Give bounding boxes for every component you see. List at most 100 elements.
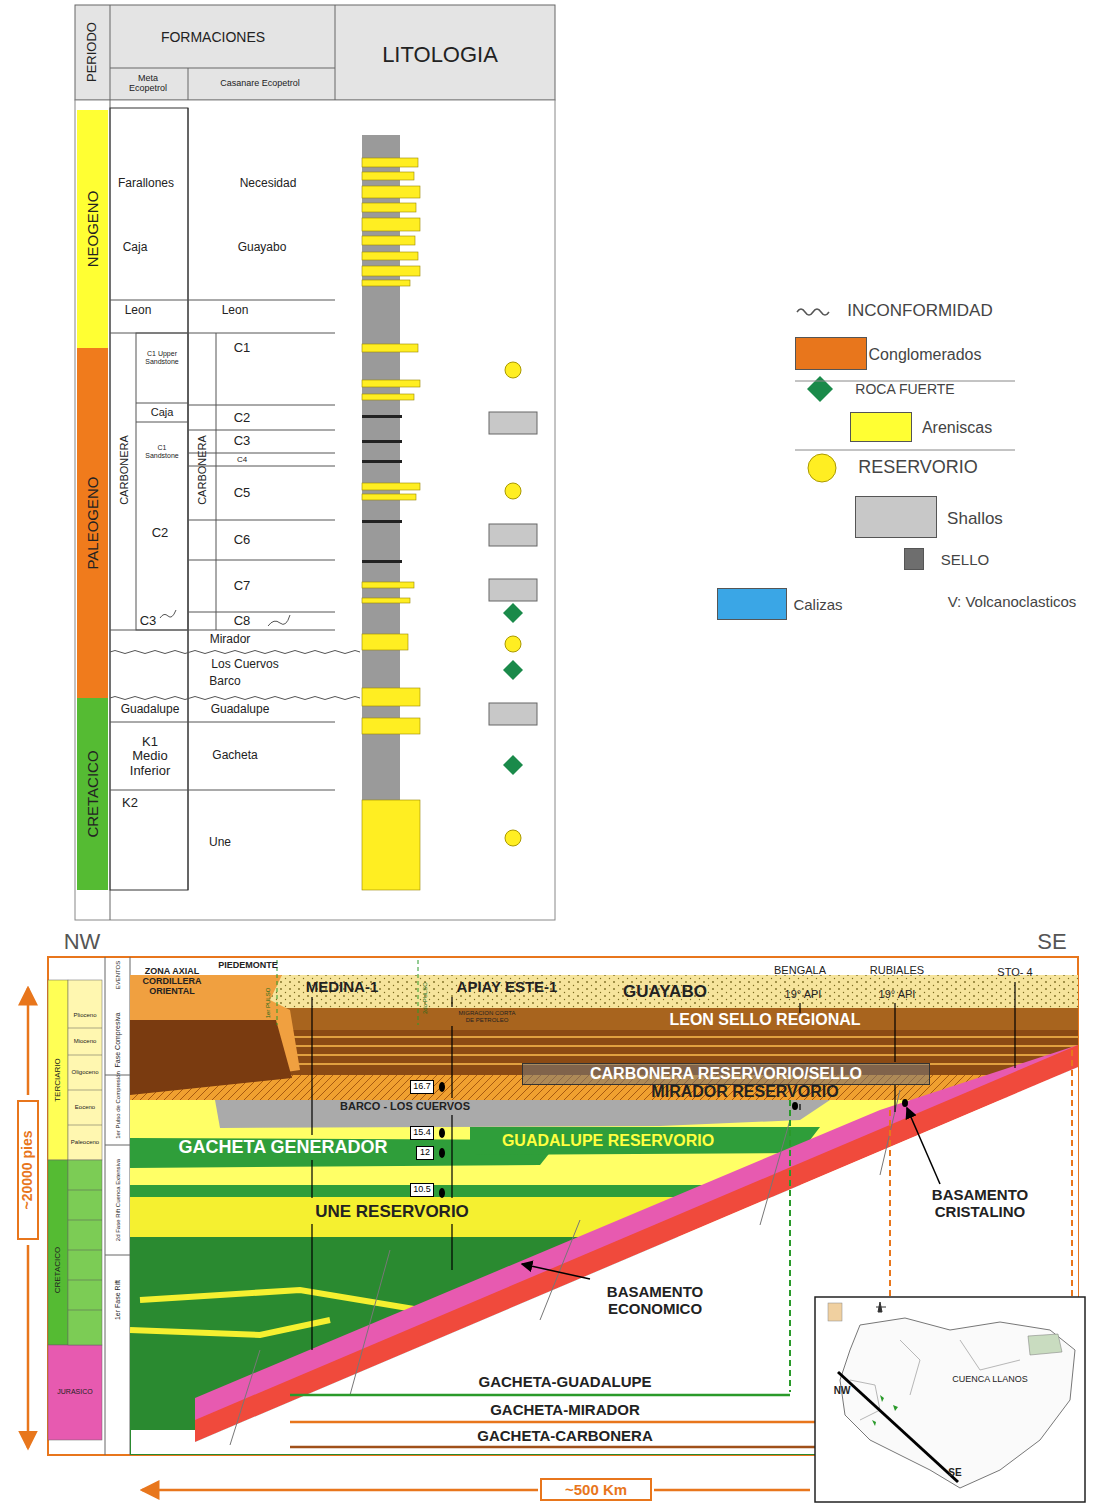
sandstone-band (362, 800, 420, 890)
label-text: C5 (234, 486, 251, 500)
label-text: 2do PULSO (422, 982, 429, 1014)
label-text: GUAYABO (623, 983, 707, 1002)
legend-swatch (855, 496, 937, 538)
label-text: C3 (140, 614, 157, 628)
label-text: C2 (234, 411, 251, 425)
sandstone-band (362, 380, 420, 387)
sandstone-band (362, 218, 420, 231)
label-text: Farallones (118, 177, 174, 190)
label-text: Eoceno (75, 1104, 95, 1111)
sandstone-band (362, 598, 410, 603)
label-text: Plioceno (73, 1012, 96, 1019)
label-text: Los Cuervos (211, 658, 278, 671)
label-text: SE (1037, 930, 1066, 954)
legend-text: Areniscas (922, 419, 992, 437)
label-text: C8 (234, 614, 251, 628)
sandstone-band (362, 483, 420, 490)
legend-text: Conglomerados (869, 346, 982, 364)
sandstone-band (362, 236, 415, 245)
depth-box: 12 (416, 1146, 434, 1160)
sandstone-band (362, 203, 416, 212)
label-text: Gacheta (212, 749, 257, 762)
legend-swatch (795, 337, 867, 370)
sandstone-band (362, 634, 408, 650)
node-text: 16.7 (413, 1082, 431, 1092)
node-text: 15.4 (413, 1128, 431, 1138)
label-text: 1er PULSO (265, 988, 272, 1019)
legend-text: SELLO (941, 552, 989, 569)
label-text: Guadalupe (121, 703, 180, 716)
label-text: FORMACIONES (161, 30, 265, 45)
label-text: BASAMENTO CRISTALINO (910, 1187, 1050, 1220)
legend-text: V: Volcanoclasticos (948, 594, 1077, 611)
depth-box: 10.5 (410, 1183, 434, 1197)
label-text: CARBONERA (118, 435, 130, 505)
label-text: MIRADOR RESERVORIO (651, 1083, 838, 1101)
label-text: Une (209, 836, 231, 849)
label-text: CARBONERA (196, 435, 208, 505)
node-text: NEOGENO (84, 191, 101, 268)
label-text: 19° API (785, 988, 822, 1000)
label-text: Guadalupe (211, 703, 270, 716)
period-band: CRETACICO (77, 698, 108, 890)
label-text: BENGALA (774, 964, 826, 976)
sandstone-band (362, 158, 418, 167)
label-text: Paleoceno (71, 1139, 99, 1146)
legend-text: ROCA FUERTE (855, 382, 954, 397)
label-text: K1 Medio Inferior (128, 735, 173, 778)
strat-table (75, 5, 555, 920)
label-text: Leon (125, 304, 152, 317)
label-text: C1 Sandstone (140, 444, 184, 459)
label-text: Mioceno (74, 1038, 97, 1045)
label-text: PIEDEMONTE (218, 961, 278, 971)
label-text: Guayabo (238, 241, 287, 254)
label-text: Leon (222, 304, 249, 317)
label-text: LEON SELLO REGIONAL (669, 1011, 860, 1029)
label-text: CUENCA LLANOS (952, 1375, 1028, 1385)
label-text: Casanare Ecopetrol (220, 79, 300, 89)
legend-text: Calizas (793, 597, 842, 614)
label-text: 19° API (879, 988, 916, 1000)
label-text: 2d Fase Rift Cuenca Extensiva (115, 1159, 122, 1241)
sandstone-band (362, 718, 420, 734)
label-text: GUADALUPE RESERVORIO (502, 1132, 714, 1150)
label-text: EVENTOS (115, 961, 122, 990)
label-text: LITOLOGIA (382, 43, 498, 67)
label-text: Caja (151, 406, 174, 418)
label-text: C3 (234, 434, 251, 448)
legend-text: RESERVORIO (858, 458, 978, 478)
inset-map (815, 1297, 1085, 1502)
sandstone-band (362, 344, 418, 352)
node-text: CRETACICO (84, 750, 101, 837)
label-text: C1 Upper Sandstone (140, 350, 184, 365)
node-text: ~20000 pies (20, 1130, 35, 1209)
seal-band (362, 560, 402, 563)
label-text: C2 (152, 526, 169, 540)
label-text: GACHETA-CARBONERA (477, 1428, 653, 1445)
sandstone-band (362, 688, 420, 706)
label-text: ZONA AXIAL CORDILLERA ORIENTAL (137, 967, 207, 997)
label-text: TERCIARIO (54, 1058, 63, 1102)
legend-swatch (717, 588, 787, 620)
depth-box: 15.4 (410, 1126, 434, 1140)
label-text: GACHETA-GUADALUPE (478, 1374, 651, 1391)
depth-box: 16.7 (410, 1080, 434, 1094)
label-text: NW (834, 1385, 851, 1396)
label-text: C6 (234, 533, 251, 547)
node-text: CARBONERA RESERVORIO/SELLO (590, 1065, 862, 1083)
seal-band (362, 520, 402, 523)
label-text: Oligoceno (71, 1069, 98, 1076)
label-text: C4 (237, 456, 247, 465)
seal-band (362, 440, 402, 443)
legend-text: Shallos (947, 510, 1003, 529)
sandstone-band (362, 582, 414, 588)
node-text: ~500 Km (565, 1481, 627, 1498)
node-text: PALEOGENO (84, 476, 101, 569)
period-band: NEOGENO (77, 110, 108, 348)
label-text: NW (64, 930, 101, 954)
label-text: PERIODO (85, 22, 99, 82)
lithology-column (362, 135, 420, 890)
sandstone-band (362, 266, 420, 276)
label-text: STO- 4 (997, 966, 1032, 978)
period-band: PALEOGENO (77, 348, 108, 698)
